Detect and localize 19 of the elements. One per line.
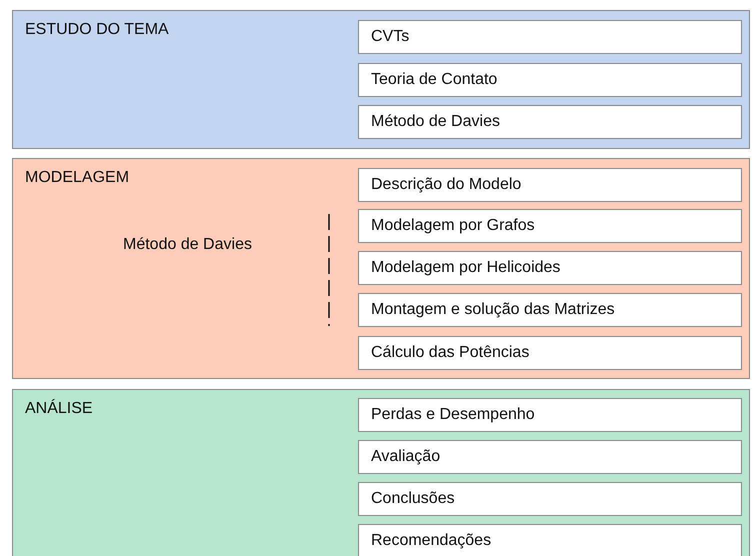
section-band	[12, 158, 750, 379]
section-heading: ESTUDO DO TEMA	[25, 21, 169, 39]
item-box: Montagem e solução das Matrizes	[358, 293, 742, 327]
section-band	[12, 10, 750, 149]
group-label: Método de Davies	[123, 236, 252, 254]
item-box: Perdas e Desempenho	[358, 398, 742, 432]
item-box: Modelagem por Helicoides	[358, 251, 742, 285]
item-box: Cálculo das Potências	[358, 336, 742, 370]
item-box: Recomendações	[358, 524, 742, 556]
section-heading: MODELAGEM	[25, 169, 130, 187]
section-heading: ANÁLISE	[25, 400, 93, 418]
item-box: Avaliação	[358, 440, 742, 474]
item-box: Teoria de Contato	[358, 63, 742, 97]
item-box: Descrição do Modelo	[358, 168, 742, 202]
section-band	[12, 389, 750, 556]
item-box: CVTs	[358, 20, 742, 54]
item-box: Método de Davies	[358, 105, 742, 139]
item-box: Conclusões	[358, 482, 742, 516]
item-box: Modelagem por Grafos	[358, 209, 742, 243]
